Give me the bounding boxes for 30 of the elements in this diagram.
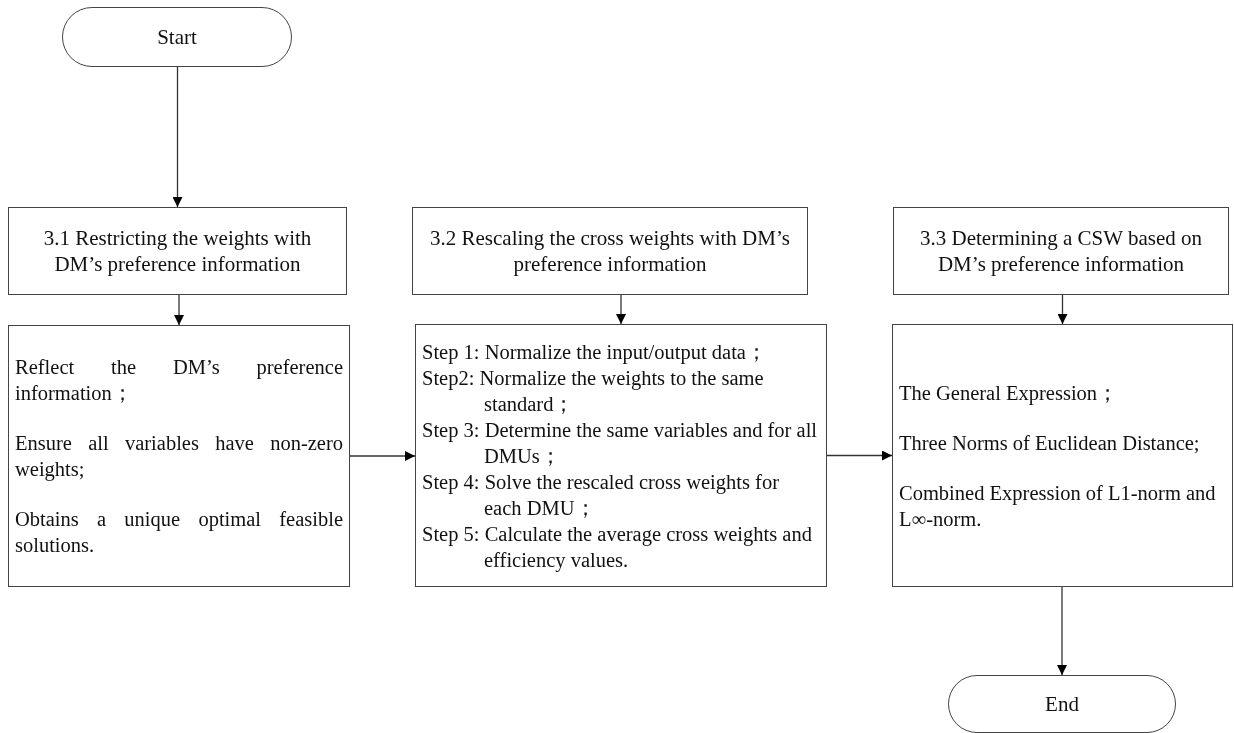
- arrow: [172, 66, 183, 208]
- terminal-label: End: [1045, 691, 1079, 717]
- box-text: Three Norms of Euclidean Distance;: [899, 430, 1201, 456]
- box-text: Step2: Normalize the weights to the same standard；: [422, 365, 765, 417]
- process-box: [412, 207, 808, 295]
- terminal-shape: [62, 7, 292, 67]
- arrow: [349, 451, 416, 461]
- arrow: [1057, 586, 1067, 676]
- box-text: Combined Expression of L1-norm and L∞-norm.: [899, 480, 1217, 532]
- box-heading: 3.3 Determining a CSW based on DM’s preference information: [919, 225, 1203, 277]
- box-heading: 3.2 Rescaling the cross weights with DM’s preference information: [429, 225, 791, 277]
- process-box: [893, 207, 1229, 295]
- arrow: [174, 294, 184, 326]
- process-box: [415, 324, 827, 587]
- box-text: Obtains a unique optimal feasible solutions.: [15, 507, 343, 558]
- process-box: [892, 324, 1233, 587]
- arrow: [1057, 294, 1068, 325]
- box-text: The General Expression；: [899, 380, 1120, 406]
- box-text: Step 4: Solve the rescaled cross weights for each DMU；: [422, 469, 780, 521]
- process-box: [8, 325, 350, 587]
- box-heading: 3.1 Restricting the weights with DM’s preference information: [42, 225, 313, 277]
- box-text: Ensure all variables have non-zero weights;: [15, 431, 343, 482]
- terminal-label: Start: [157, 24, 197, 50]
- box-text: Step 3: Determine the same variables and for all DMUs；: [422, 417, 819, 469]
- process-box: [8, 207, 347, 295]
- arrow: [826, 450, 893, 461]
- box-text: Reflect the DM’s preference information；: [15, 355, 343, 406]
- box-text: Step 5: Calculate the average cross weights and efficiency values.: [422, 521, 813, 573]
- arrow: [616, 294, 626, 325]
- box-text: Step 1: Normalize the input/output data；: [422, 339, 768, 365]
